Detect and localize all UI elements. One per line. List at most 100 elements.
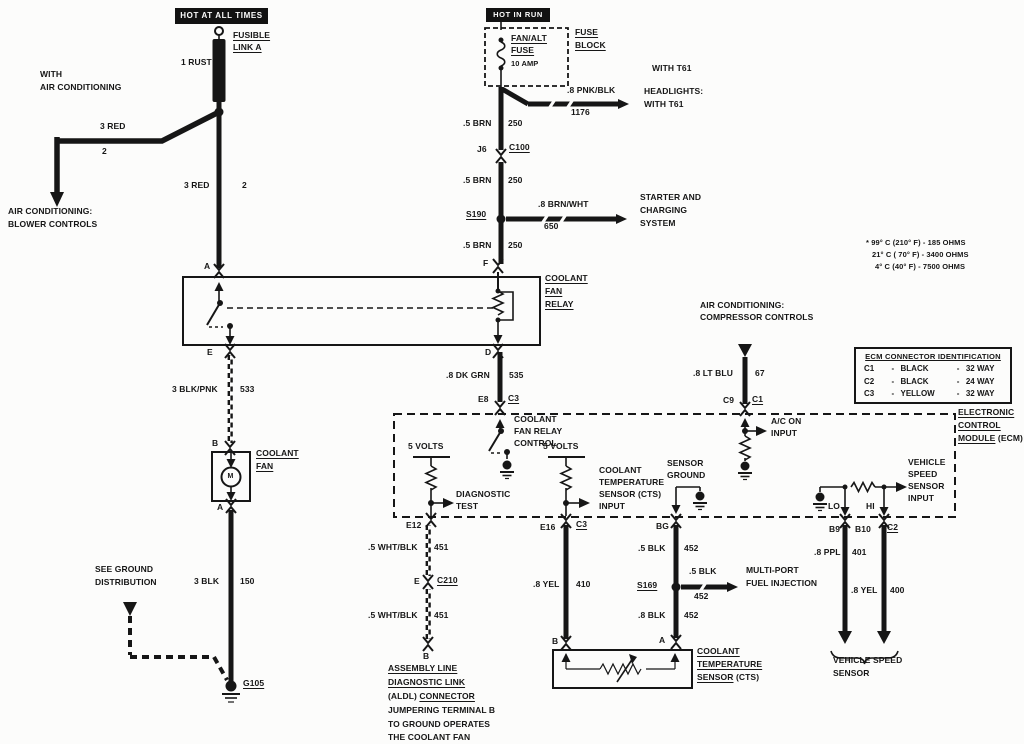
ecm-diagnostic-divider bbox=[413, 456, 454, 528]
wire-ckt-410: 410 bbox=[576, 579, 591, 589]
wire-ckt-452c: 452 bbox=[684, 610, 699, 620]
wire-ckt-650: 650 bbox=[544, 221, 559, 231]
with-ac-label-1: WITH bbox=[40, 69, 63, 79]
wire-label-yel-410: .8 YEL bbox=[533, 579, 560, 589]
wire-label-brn2: .5 BRN bbox=[463, 175, 492, 185]
aldl-term-b: B bbox=[423, 651, 430, 661]
splice-s169: S169 bbox=[637, 580, 658, 590]
term-lo: LO bbox=[828, 501, 841, 511]
table-cell-dash: - bbox=[956, 364, 960, 374]
headlights-branch-wire bbox=[500, 86, 629, 111]
ground-g105-label: G105 bbox=[243, 678, 265, 688]
aldl-note-connector: CONNECTOR bbox=[419, 691, 475, 701]
fusible-link-label-2: LINK A bbox=[233, 42, 262, 52]
wire-label-3-red: 3 RED bbox=[184, 180, 210, 190]
term-bg: BG bbox=[656, 521, 669, 531]
vss-label-2: SENSOR bbox=[833, 668, 870, 678]
wire-label-yel-400: .8 YEL bbox=[851, 585, 878, 595]
five-volts-right-label: 5 VOLTS bbox=[543, 441, 579, 451]
vss-input-label-2: SPEED bbox=[908, 469, 938, 479]
wire-label-dk-grn: .8 DK GRN bbox=[446, 370, 490, 380]
fan-term-a: A bbox=[217, 502, 224, 512]
ac-on-input-label-1: A/C ON bbox=[771, 416, 802, 426]
splice-s190: S190 bbox=[466, 209, 487, 219]
cts-label-1: COOLANT bbox=[697, 646, 740, 656]
sensor-ground-wire bbox=[670, 525, 738, 650]
relay-label-3: RELAY bbox=[545, 299, 574, 309]
fan-relay-control-label-2: FAN RELAY bbox=[514, 426, 563, 436]
aldl-note-line2: DIAGNOSTIC LINK bbox=[388, 677, 466, 687]
with-t61-label: WITH T61 bbox=[652, 63, 692, 73]
fuse-name-2: FUSE bbox=[511, 45, 535, 55]
starter-label-2: CHARGING bbox=[640, 205, 688, 215]
diagnostic-label-1: DIAGNOSTIC bbox=[456, 489, 511, 499]
battery-feed-wire bbox=[212, 26, 226, 268]
wire-ckt-400: 400 bbox=[890, 585, 905, 595]
ecm-fan-relay-control-switch bbox=[488, 419, 515, 480]
vss-input-label-3: SENSOR bbox=[908, 481, 945, 491]
fuse-block-label-2: BLOCK bbox=[575, 40, 606, 50]
resistance-note-3: 4° C (40° F) - 7500 OHMS bbox=[875, 262, 966, 271]
cts-label-3: SENSOR (CTS) bbox=[697, 672, 760, 683]
table-row: C3-YELLOW-32 WAY bbox=[864, 390, 1010, 398]
wire-ckt-535: 535 bbox=[509, 370, 524, 380]
ecm-ac-on-input bbox=[737, 344, 767, 481]
ac-blower-label-2: BLOWER CONTROLS bbox=[8, 219, 98, 229]
cts-label-cts: (CTS) bbox=[733, 672, 760, 682]
diagnostic-label-2: TEST bbox=[456, 501, 479, 511]
ac-compressor-label-1: AIR CONDITIONING: bbox=[700, 300, 785, 310]
wire-label-wht-blk2: .5 WHT/BLK bbox=[368, 610, 418, 620]
wire-ckt-2-branch: 2 bbox=[102, 146, 107, 156]
wire-label-ppl: .8 PPL bbox=[814, 547, 841, 557]
resistance-note-2: 21° C ( 70° F) - 3400 OHMS bbox=[872, 250, 969, 259]
fusible-link-label-1: FUSIBLE bbox=[233, 30, 271, 40]
vss-wires bbox=[830, 525, 899, 665]
cts-input-label-3: SENSOR (CTS) bbox=[599, 489, 662, 499]
connector-c1: C1 bbox=[752, 394, 764, 404]
five-volts-left-label: 5 VOLTS bbox=[408, 441, 444, 451]
table-cell-dash: - bbox=[891, 376, 895, 386]
wire-ckt-250a: 250 bbox=[508, 118, 523, 128]
relay-term-a: A bbox=[204, 261, 211, 271]
wire-label-pnk-blk: .8 PNK/BLK bbox=[567, 85, 616, 95]
headlights-label-1: HEADLIGHTS: bbox=[644, 86, 704, 96]
aldl-note-line5: TO GROUND OPERATES bbox=[388, 719, 491, 729]
table-row: C1-BLACK-32 WAY bbox=[864, 365, 1010, 373]
fuse-amp-label: 10 AMP bbox=[511, 59, 539, 68]
see-ground-label-2: DISTRIBUTION bbox=[95, 577, 157, 587]
blower-branch-wire bbox=[50, 109, 221, 207]
ecm-table-header: ECM CONNECTOR IDENTIFICATION bbox=[865, 352, 1001, 361]
ecm-label-1: ELECTRONIC bbox=[958, 407, 1015, 417]
wire-label-brn1: .5 BRN bbox=[463, 118, 492, 128]
table-cell-dash: - bbox=[956, 376, 960, 386]
wire-label-blk-branch: .5 BLK bbox=[689, 566, 717, 576]
vss-input-label-1: VEHICLE bbox=[908, 457, 946, 467]
table-cell-ways: 32 WAY bbox=[965, 364, 995, 374]
table-cell-conn: C2 bbox=[864, 376, 875, 386]
table-cell-dash: - bbox=[891, 364, 895, 374]
starter-label-3: SYSTEM bbox=[640, 218, 676, 228]
cts-term-a: A bbox=[659, 635, 666, 645]
relay-label-2: FAN bbox=[545, 286, 563, 296]
sensor-ground-label-1: SENSOR bbox=[667, 458, 704, 468]
ground-g105-graphic bbox=[123, 602, 240, 703]
relay-term-e: E bbox=[207, 347, 213, 357]
vss-label-1: VEHICLE SPEED bbox=[833, 655, 903, 665]
wire-ckt-67: 67 bbox=[755, 368, 765, 378]
fuse-block-graphic bbox=[484, 22, 569, 88]
fan-relay-control-label-1: COOLANT bbox=[514, 414, 557, 424]
ecm-sensor-ground bbox=[670, 486, 708, 529]
wire-ckt-250b: 250 bbox=[508, 175, 523, 185]
connector-c210: C210 bbox=[437, 575, 458, 585]
sensor-ground-label-2: GROUND bbox=[667, 470, 706, 480]
wire-label-1-rust: 1 RUST bbox=[181, 57, 212, 67]
ecm-cts-pullup bbox=[548, 456, 590, 529]
ecm-label-2: CONTROL bbox=[958, 420, 1001, 430]
ecm-label-module: MODULE bbox=[958, 433, 996, 443]
fan-relay-control-label-3: CONTROL bbox=[514, 438, 557, 448]
wire-label-blk-pnk: 3 BLK/PNK bbox=[172, 384, 218, 394]
cts-label-2: TEMPERATURE bbox=[697, 659, 763, 669]
term-b10: B10 bbox=[855, 524, 871, 534]
term-j6: J6 bbox=[477, 144, 487, 154]
